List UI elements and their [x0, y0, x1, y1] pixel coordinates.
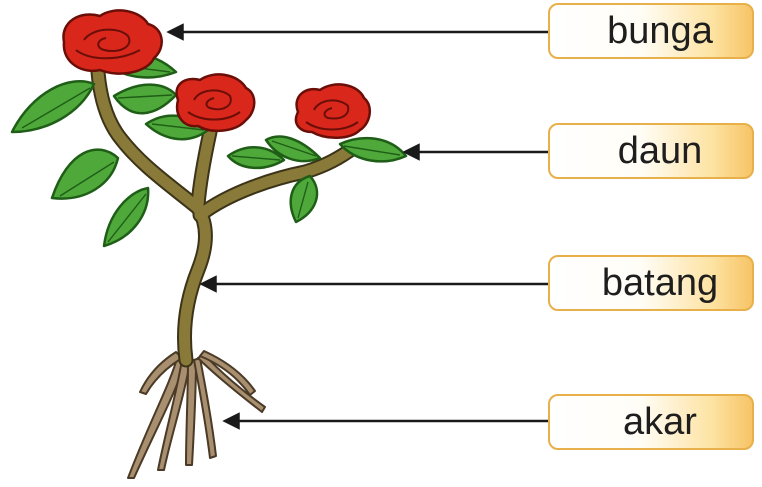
- label-batang: batang: [548, 255, 754, 311]
- label-bunga-text: bunga: [607, 9, 713, 52]
- arrows: [166, 23, 572, 430]
- stems: [90, 64, 364, 368]
- label-batang-text: batang: [601, 261, 719, 304]
- roots: [127, 350, 266, 479]
- label-akar-text: akar: [623, 400, 697, 443]
- label-bunga: bunga: [548, 3, 754, 59]
- label-daun-text: daun: [617, 129, 703, 172]
- label-daun: daun: [548, 123, 754, 179]
- flower-petal-lines: [75, 28, 359, 131]
- label-akar: akar: [548, 394, 754, 450]
